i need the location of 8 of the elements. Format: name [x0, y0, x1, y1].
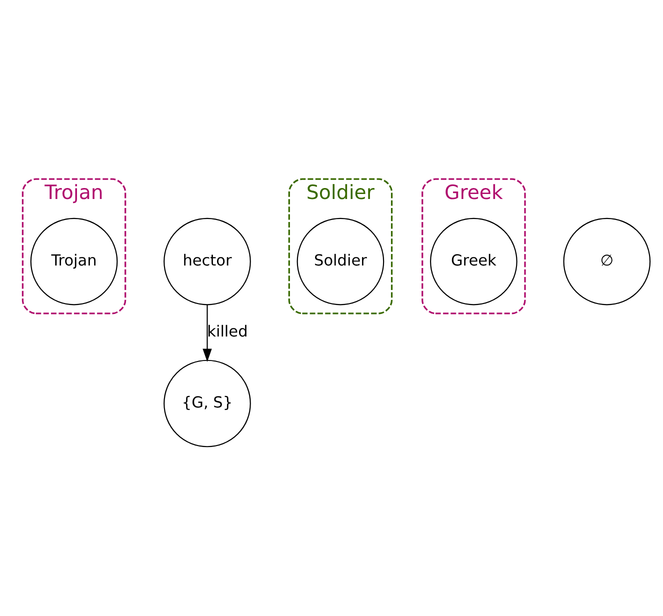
- node-circle: Greek: [430, 217, 517, 305]
- node-circle: ∅: [562, 217, 650, 305]
- arrow: [202, 304, 212, 362]
- node-circle: hector: [163, 217, 250, 305]
- edge-label: killed: [206, 322, 248, 340]
- node-circle: Trojan: [30, 217, 118, 305]
- node-circle: {G, S}: [163, 359, 250, 447]
- node-circle: Soldier: [296, 217, 384, 305]
